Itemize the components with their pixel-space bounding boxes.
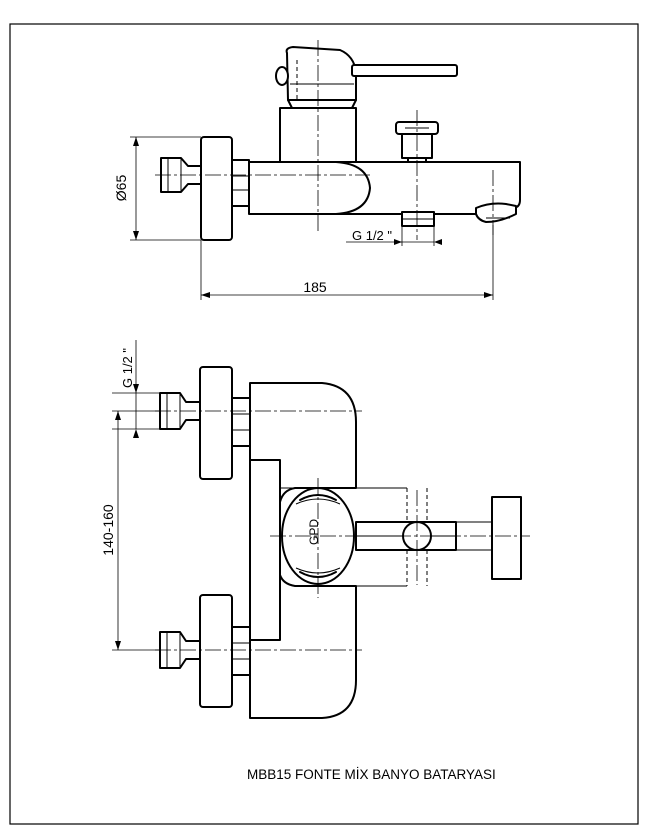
dim-diameter: Ø65 bbox=[113, 136, 201, 241]
dim-center-distance-label: 140-160 bbox=[100, 504, 116, 556]
front-spout bbox=[491, 496, 522, 580]
dim-thread-side: G 1/2 " bbox=[346, 226, 442, 246]
upper-wall-connection bbox=[159, 366, 251, 480]
dim-thread-side-label: G 1/2 " bbox=[352, 228, 392, 243]
dim-center-distance: 140-160 bbox=[100, 410, 160, 651]
side-view: Ø65 G 1/2 " 185 bbox=[113, 40, 521, 300]
spout-outlet bbox=[475, 202, 517, 223]
dim-diameter-label: Ø65 bbox=[113, 175, 129, 202]
body-curve bbox=[335, 161, 371, 215]
sheet-border bbox=[9, 23, 639, 825]
lever-handle bbox=[275, 46, 458, 109]
front-view: GPD bbox=[100, 340, 530, 719]
drawing-title: MBB15 FONTE MİX BANYO BATARYASI bbox=[247, 767, 496, 782]
brand-mark: GPD bbox=[307, 519, 321, 545]
dim-thread-front-label: G 1/2 " bbox=[120, 348, 135, 388]
dim-length-label: 185 bbox=[303, 279, 327, 295]
wall-flange-side bbox=[160, 136, 250, 241]
dim-length: 185 bbox=[200, 225, 494, 300]
lower-wall-connection bbox=[159, 594, 251, 708]
dim-thread-front: G 1/2 " bbox=[112, 340, 160, 438]
